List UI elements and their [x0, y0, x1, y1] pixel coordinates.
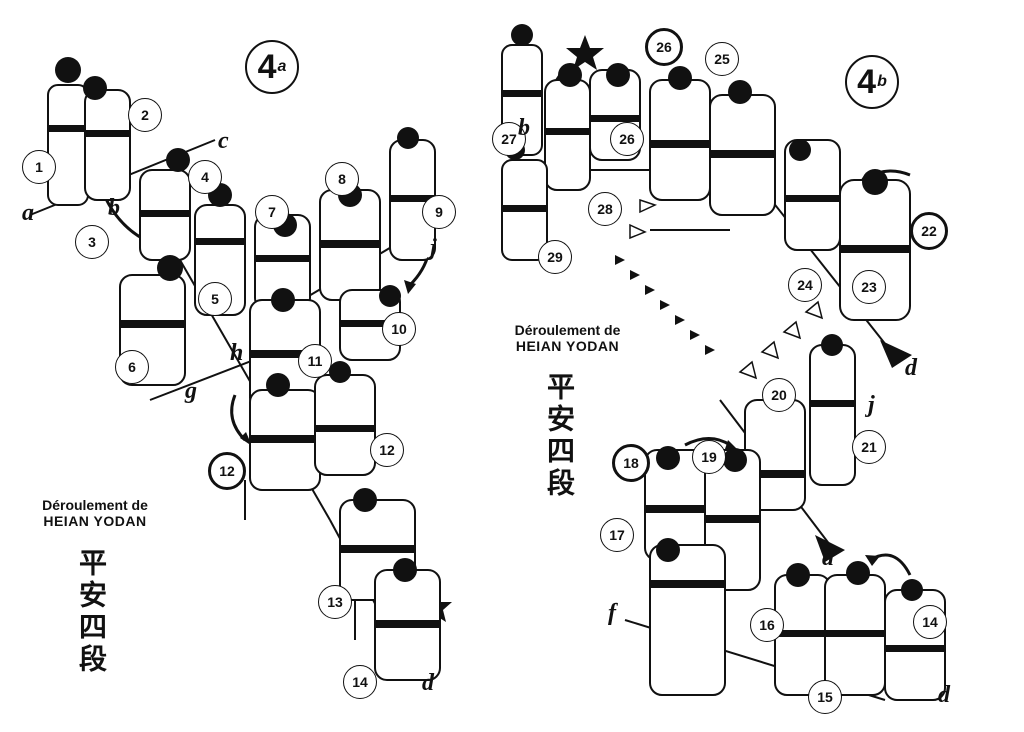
step-badge: 14	[343, 665, 377, 699]
step-badge: 21	[852, 430, 886, 464]
step-badge: 29	[538, 240, 572, 274]
step-badge: 5	[198, 282, 232, 316]
step-badge: 22	[910, 212, 948, 250]
direction-letter: b	[518, 115, 530, 141]
step-badge: 25	[705, 42, 739, 76]
direction-letter: d	[822, 545, 834, 571]
panel-4a-caption: Déroulement de HEIAN YODAN	[42, 497, 148, 529]
direction-letter: j	[868, 392, 875, 418]
step-badge: 23	[852, 270, 886, 304]
step-badge: 24	[788, 268, 822, 302]
step-badge: 9	[422, 195, 456, 229]
step-badge: 28	[588, 192, 622, 226]
panel-4b-kanji: 平安四段	[543, 372, 576, 500]
direction-letter: j	[430, 235, 437, 261]
direction-letter: d	[422, 670, 434, 696]
direction-letter: d	[905, 355, 917, 381]
step-badge: 12	[370, 433, 404, 467]
direction-letter: f	[608, 600, 616, 626]
step-badge: 18	[612, 444, 650, 482]
step-badge: 7	[255, 195, 289, 229]
step-badge: 15	[808, 680, 842, 714]
direction-letter: g	[185, 378, 197, 404]
direction-letter: c	[218, 128, 229, 154]
step-badge: 26	[610, 122, 644, 156]
step-badge: 16	[750, 608, 784, 642]
direction-letter: h	[230, 340, 244, 366]
step-badge: 2	[128, 98, 162, 132]
step-badge: 10	[382, 312, 416, 346]
panel-4a-kanji: 平安四段	[75, 548, 108, 676]
step-badge: 11	[298, 344, 332, 378]
step-badge: 4	[188, 160, 222, 194]
figure-1	[47, 57, 89, 206]
step-badge: 14	[913, 605, 947, 639]
panel-4b-figures	[501, 24, 946, 701]
step-badge: 17	[600, 518, 634, 552]
step-badge: 27	[492, 122, 526, 156]
step-badge: 8	[325, 162, 359, 196]
step-badge: 20	[762, 378, 796, 412]
direction-letter: d	[938, 682, 950, 708]
step-badge: 26	[645, 28, 683, 66]
step-badge: 19	[692, 440, 726, 474]
step-badge: 12	[208, 452, 246, 490]
step-badge: 3	[75, 225, 109, 259]
direction-letter: a	[22, 200, 34, 226]
step-badge: 13	[318, 585, 352, 619]
step-badge: 1	[22, 150, 56, 184]
direction-letter: b	[108, 195, 120, 221]
step-badge: 6	[115, 350, 149, 384]
panel-4b-caption: Déroulement de HEIAN YODAN	[514, 322, 621, 354]
